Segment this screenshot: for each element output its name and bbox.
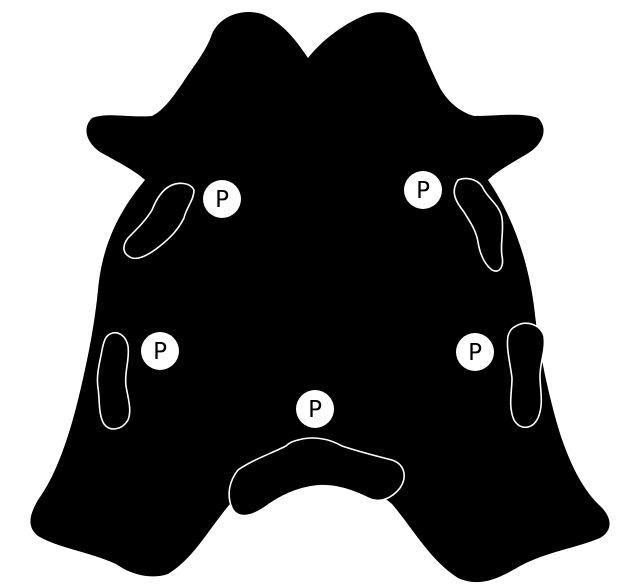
marker-upper-left: P [203,180,241,218]
marker-middle-left: P [141,332,179,370]
marker-label: P [416,178,430,204]
marker-label: P [468,340,482,366]
marker-middle-right: P [456,333,494,371]
marker-bottom-center: P [296,390,334,428]
region-middle-left [97,333,129,429]
region-middle-right [507,323,544,427]
hide-silhouette [30,12,609,582]
marker-label: P [308,397,322,423]
marker-label: P [153,339,167,365]
marker-label: P [215,187,229,213]
marker-upper-right: P [404,171,442,209]
